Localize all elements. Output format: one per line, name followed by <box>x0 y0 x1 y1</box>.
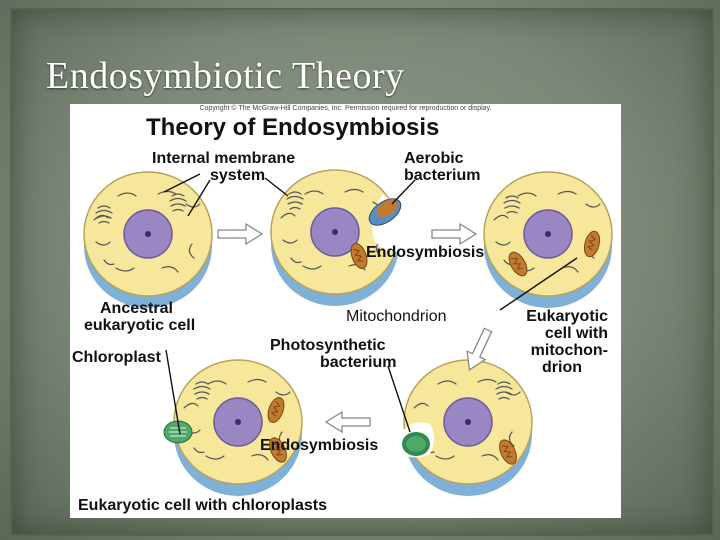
figure-title: Theory of Endosymbiosis <box>146 114 440 141</box>
slide-frame <box>10 8 714 536</box>
label-internal-membrane: Internal membrane <box>152 150 296 167</box>
arrow-step-2 <box>431 223 477 245</box>
label-ancestral: Ancestral <box>100 300 173 317</box>
label-eukaryotic-cell-with-chloroplasts: Eukaryotic cell with chloroplasts <box>78 497 327 514</box>
engulfing-cell <box>270 169 413 307</box>
label-eukaryotic: Eukaryotic <box>526 308 608 325</box>
cell-with-mitochondrion <box>483 171 613 309</box>
label-photosynthetic-bacterium: bacterium <box>320 354 397 371</box>
arrow-step-4 <box>325 411 371 433</box>
photosynthetic-bacterium <box>402 432 430 456</box>
label-aerobic-bacterium: bacterium <box>404 167 481 184</box>
label-ancestral-eukaryotic-cell: eukaryotic cell <box>84 317 196 334</box>
slide-title: Endosymbiotic Theory <box>46 55 405 97</box>
cell-with-chloroplasts <box>163 359 303 497</box>
label-cell-with: cell with <box>544 325 608 342</box>
endosymbiosis-figure: Copyright © The McGraw-Hill Companies, I… <box>70 104 621 518</box>
copyright-notice: Copyright © The McGraw-Hill Companies, I… <box>199 105 492 112</box>
label-chloroplast: Chloroplast <box>72 349 161 366</box>
arrow-step-1 <box>217 223 263 245</box>
ancestral-cell <box>83 171 213 309</box>
label-endosymbiosis-top: Endosymbiosis <box>366 244 485 261</box>
engulfing-photosynthetic-cell <box>400 359 533 497</box>
label-mitochondrion: Mitochondrion <box>346 308 447 325</box>
leader-lines <box>163 173 578 435</box>
label-aerobic: Aerobic <box>404 150 464 167</box>
endosymbiosis-diagram <box>83 169 613 497</box>
label-mitochon: mitochon- <box>530 342 608 359</box>
label-photosynthetic: Photosynthetic <box>270 337 386 354</box>
label-endosymbiosis-bottom: Endosymbiosis <box>260 437 379 454</box>
label-internal-membrane-system: system <box>210 167 266 184</box>
label-drion: drion <box>542 359 582 376</box>
